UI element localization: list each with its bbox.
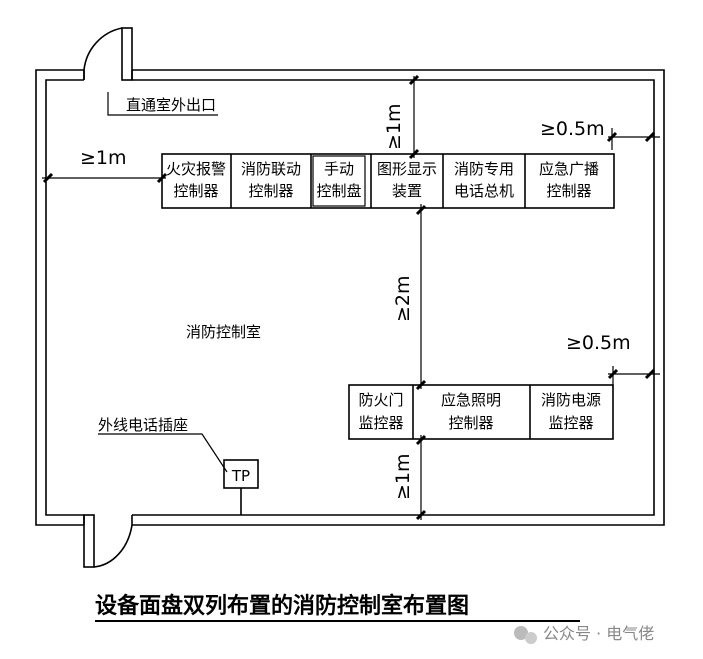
top-cell-4-line2: 装置	[392, 182, 422, 200]
bottom-cell-1-line1: 防火门	[358, 391, 403, 409]
exit-label-group: 直通室外出口	[107, 92, 218, 116]
dimension-right-top: ≥0.5m	[540, 118, 660, 150]
bottom-cell-1-line2: 监控器	[358, 414, 403, 432]
exit-label: 直通室外出口	[126, 96, 216, 114]
dimension-left: ≥1m	[42, 147, 168, 184]
exit-door	[83, 27, 133, 81]
top-cell-1-line2: 控制器	[173, 182, 218, 200]
top-cell-5-line2: 电话总机	[454, 182, 514, 200]
room-label: 消防控制室	[186, 323, 261, 341]
top-cell-3-line2: 控制盘	[316, 182, 361, 200]
top-cell-2-line2: 控制器	[248, 182, 293, 200]
diagram-title: 设备面盘双列布置的消防控制室布置图	[95, 593, 469, 619]
top-cell-5-line1: 消防专用	[454, 160, 514, 178]
dimension-top: ≥1m	[383, 74, 420, 160]
top-cell-6-line2: 控制器	[546, 182, 591, 200]
dimension-right-bottom-label: ≥0.5m	[566, 332, 631, 354]
top-cell-4-line1: 图形显示	[377, 160, 437, 178]
dimension-middle: ≥2m	[392, 204, 427, 391]
dimension-left-label: ≥1m	[80, 147, 127, 169]
top-cell-1-line1: 火灾报警	[166, 160, 226, 178]
dimension-middle-label: ≥2m	[392, 275, 414, 322]
bottom-cell-2-line2: 控制器	[448, 414, 493, 432]
bottom-panel-row: 防火门 监控器 应急照明 控制器 消防电源 监控器	[348, 384, 614, 440]
top-panel-row: 火灾报警 控制器 消防联动 控制器 手动 控制盘 图形显示 装置 消防专用 电话…	[161, 153, 615, 209]
top-cell-6-line1: 应急广播	[539, 160, 599, 178]
tp-label: TP	[231, 467, 250, 485]
watermark: 公众号 · 电气佬	[514, 624, 654, 644]
top-cell-3-line1: 手动	[324, 160, 354, 178]
watermark-text: 公众号 · 电气佬	[543, 624, 654, 643]
bottom-cell-3-line1: 消防电源	[541, 391, 601, 409]
bottom-cell-3-line2: 监控器	[548, 414, 593, 432]
bottom-cell-2-line1: 应急照明	[441, 391, 501, 409]
diagram-title-group: 设备面盘双列布置的消防控制室布置图	[95, 593, 580, 622]
room-walls	[35, 69, 665, 526]
dimension-right-top-label: ≥0.5m	[540, 118, 605, 140]
phone-socket-group: 外线电话插座 TP	[98, 416, 259, 515]
wechat-icon	[514, 626, 528, 640]
dimension-bottom-label: ≥1m	[392, 453, 414, 500]
phone-socket-label: 外线电话插座	[98, 416, 188, 434]
top-cell-2-line1: 消防联动	[241, 160, 301, 178]
dimension-bottom: ≥1m	[392, 434, 427, 521]
bottom-door	[83, 514, 133, 568]
dimension-right-bottom: ≥0.5m	[566, 332, 660, 389]
dimension-top-label: ≥1m	[383, 103, 405, 150]
